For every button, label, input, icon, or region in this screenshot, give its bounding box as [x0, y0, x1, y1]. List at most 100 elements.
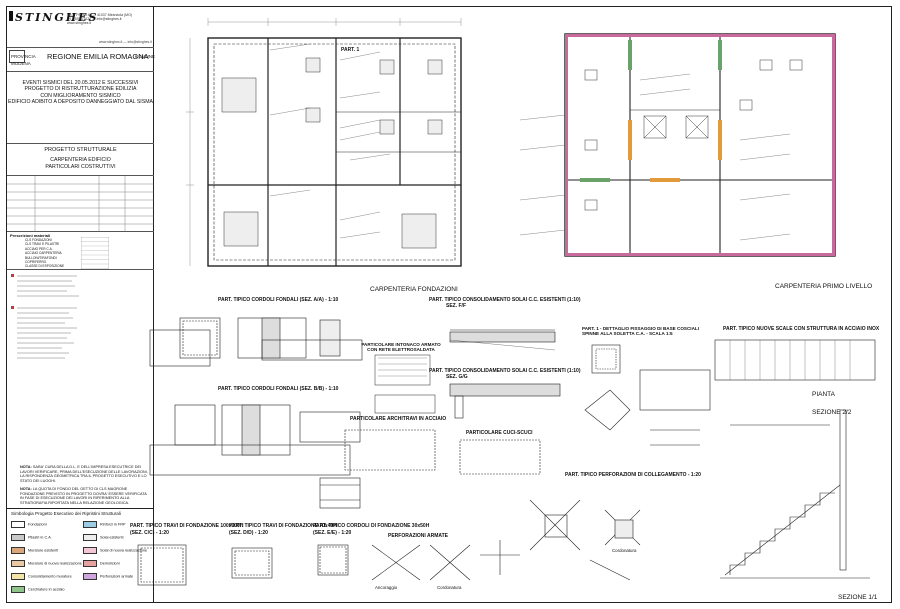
first-floor-plan-title: CARPENTERIA PRIMO LIVELLO	[775, 283, 873, 290]
detail-solai-FF	[449, 329, 556, 351]
legend-item: Solai esistenti	[83, 534, 123, 541]
legend-label: Solai di nuova realizzazione	[100, 548, 148, 553]
section-row: PROGETTO STRUTTURALE CARPENTERIA EDIFICI…	[7, 143, 154, 175]
address-line: tel. 0535 21021 — info@stinghes.it	[67, 17, 122, 21]
legend-label: Solai esistenti	[100, 535, 124, 540]
legend-item: Murature esistenti	[11, 547, 58, 554]
province-value: MODENA	[11, 61, 31, 66]
detail-intonaco-title: PARTICOLARE INTONACO ARMATO CON RETE ELE…	[361, 342, 441, 352]
stairs-section22-label: SEZIONE 2/2	[812, 409, 852, 416]
detail-stairs-section22	[730, 409, 847, 571]
legend-label: Cerchiature in acciaio	[28, 587, 65, 592]
legend-item: Demolizioni	[83, 560, 120, 567]
legend-swatch	[11, 560, 25, 567]
detail-stairs-section11	[720, 484, 870, 579]
region-name: REGIONE EMILIA ROMAGNA	[47, 52, 149, 61]
revision-table	[7, 175, 154, 232]
first-floor-callouts	[519, 73, 791, 241]
foundation-callouts	[269, 43, 391, 239]
legend-swatch	[83, 521, 97, 528]
legend-swatch	[11, 521, 25, 528]
legend-swatch	[83, 547, 97, 554]
sheet-border	[6, 6, 892, 603]
legend-label: Perforazioni armate	[100, 574, 134, 579]
stairs-plan-label: PIANTA	[812, 391, 835, 398]
spec-notes-lines	[11, 274, 79, 359]
legend-label: Fondazioni	[28, 522, 47, 527]
legend-item: Cerchiature in acciaio	[11, 586, 65, 593]
legend-swatch	[11, 586, 25, 593]
legend-label: Rinforzi in FRP	[100, 522, 126, 527]
detail-BB-title: PART. TIPICO CORDOLI FONDALI (SEZ. B/B) …	[218, 386, 339, 392]
detail-FF-sub: SEZ. F/F	[446, 303, 466, 309]
section-title: PROGETTO STRUTTURALE	[44, 147, 117, 153]
foundation-plan-title: CARPENTERIA FONDAZIONI	[370, 286, 458, 293]
region-crest-icon	[9, 50, 25, 63]
legend-item: Solai di nuova realizzazione	[83, 547, 147, 554]
foundation-plinths	[221, 57, 443, 249]
project-row: EVENTI SISMICI DEL 20.05.2012 E SUCCESSI…	[7, 71, 154, 121]
legend-item: Fondazioni	[11, 521, 47, 528]
detail-section-BB	[149, 404, 361, 476]
material-item: CLS TRAVI E PILASTRI	[25, 242, 60, 247]
detail-solai-GG	[449, 383, 561, 475]
drawing-title-line: CARPENTERIA EDIFICIO	[50, 157, 111, 164]
legend-label: Murature esistenti	[28, 548, 59, 553]
legend-item: Rinforzi in FRP	[83, 521, 126, 528]
detail-AA-title: PART. TIPICO CORDOLI FONDALI (SEZ. A/A) …	[218, 297, 339, 303]
province-label: PROVINCIA	[11, 54, 36, 59]
material-item: ACCIAIO CARPENTERIA	[25, 251, 62, 256]
detail-GG-sub: SEZ. G/G	[446, 374, 468, 380]
detail-perforazioni-armate-title: PERFORAZIONI ARMATE	[388, 533, 448, 539]
firm-logo: STINGHES	[15, 11, 99, 24]
title-block: STINGHES via L. Ferrari 45 — 41037 Miran…	[7, 7, 155, 602]
detail-beam100-sub: (SEZ. C/C) - 1:20	[130, 530, 169, 536]
material-item: COPRIFERRO	[25, 260, 47, 265]
region-row: PROVINCIA MODENA REGIONE EMILIA ROMAGNA …	[7, 47, 155, 71]
part1-label: PART. 1	[341, 47, 360, 53]
detail-beam100-title: PART. TIPICO TRAVI DI FONDAZIONE 100x100…	[130, 523, 244, 529]
cordonatura-detail-label: Cordonatura	[612, 548, 637, 553]
detail-GG-title: PART. TIPICO CONSOLIDAMENTO SOLAI C.C. E…	[429, 368, 581, 374]
detail-stairs-plan	[714, 339, 876, 381]
detail-stairs-title: PART. TIPICO NUOVE SCALE CON STRUTTURA I…	[723, 326, 880, 332]
firm-website: www.stinghes.it — info@stinghes.it	[99, 40, 152, 44]
material-item: ACCIAIO PER C.A.	[25, 246, 53, 251]
detail-beam70-sub: (SEZ. D/D) - 1:20	[229, 530, 268, 536]
detail-cordolo-title: PART. TIPICO CORDOLI DI FONDAZIONE 30x50…	[313, 523, 430, 529]
project-line: PROGETTO DI RISTRUTTURAZIONE EDILIZIA	[24, 86, 137, 93]
note-1: NOTA: SARA' CURA DELLA D.L. E DELL'IMPRE…	[20, 465, 150, 483]
note-heading: NOTA:	[20, 487, 32, 491]
drawing-title: CARPENTERIA EDIFICIO PARTICOLARI COSTRUT…	[7, 157, 154, 170]
detail-base-fixing	[584, 344, 711, 446]
project-line: EVENTI SISMICI DEL 20.05.2012 E SUCCESSI…	[22, 80, 139, 86]
detail-cordolo-sub: (SEZ. E/E) - 1:20	[313, 530, 352, 536]
note-2: NOTA: LA QUOTA DI FONDO DEL GETTO DI CLS…	[20, 487, 150, 505]
legend-item: Pilastri in C.A.	[11, 534, 52, 541]
legend-item: Murature di nuova realizzazione	[11, 560, 82, 567]
detail-perforazioni-title: PART. TIPICO PERFORAZIONI DI COLLEGAMENT…	[565, 472, 701, 478]
cordonatura-label: Cordonatura	[437, 585, 462, 590]
foundation-plan	[186, 18, 462, 267]
detail-perforazioni-armate	[371, 540, 520, 581]
project-line: CON MIGLIORAMENTO SISMICO	[40, 92, 121, 99]
comune-label: COMUNE	[135, 54, 155, 59]
note-heading: NOTA:	[20, 465, 32, 469]
project-description: EVENTI SISMICI DEL 20.05.2012 E SUCCESSI…	[7, 80, 154, 105]
detail-FF-title: PART. TIPICO CONSOLIDAMENTO SOLAI C.C. E…	[429, 297, 581, 303]
detail-foundation-beams	[137, 544, 349, 586]
detail-architrave	[319, 429, 436, 509]
drawing-title-line: PARTICOLARI COSTRUTTIVI	[45, 163, 116, 170]
address-line: via L. Ferrari 45 — 41037 Mirandola (MO)	[67, 13, 132, 17]
materials-title: Prescrizioni materiali	[10, 233, 51, 238]
ancoraggio-label: Ancoraggio	[375, 585, 398, 590]
materials-grid	[81, 237, 109, 269]
legend-item: Perforazioni armate	[83, 573, 133, 580]
detail-section-AA	[149, 317, 363, 367]
material-item: CLS FONDAZIONI	[25, 238, 52, 242]
legend-label: Pilastri in C.A.	[28, 535, 52, 540]
note-text: SARA' CURA DELLA D.L. E DELL'IMPRESA ESE…	[20, 465, 148, 483]
first-floor-colour-highlights	[565, 34, 835, 256]
detail-intonaco	[374, 354, 436, 414]
